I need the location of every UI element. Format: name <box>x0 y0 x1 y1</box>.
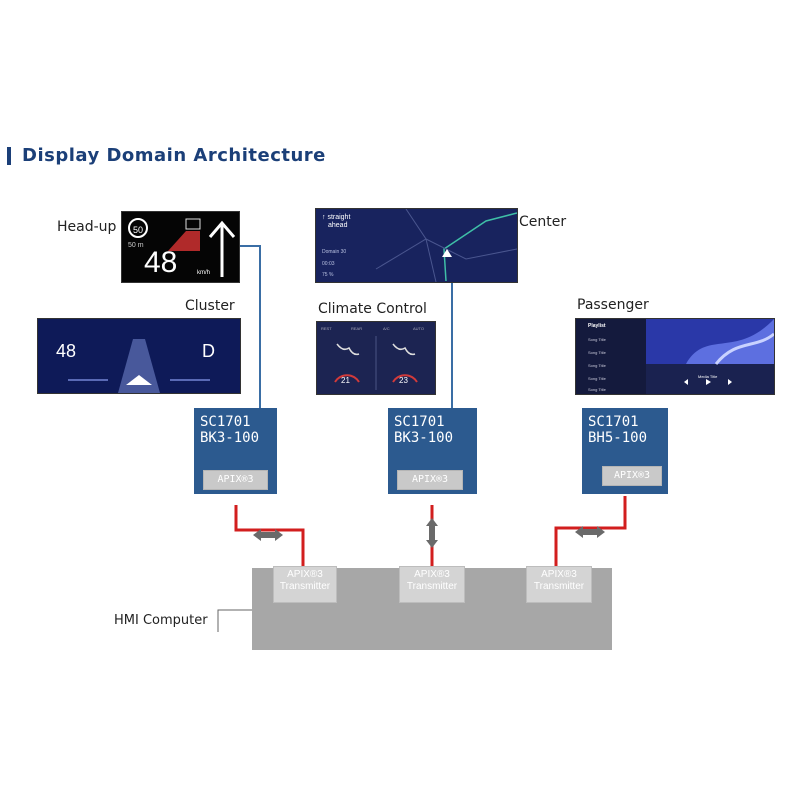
controller-1-apix: APIX®3 <box>203 470 268 490</box>
red-link-3 <box>554 496 627 568</box>
controller-3-variant: BH5-100 <box>588 430 648 446</box>
transmitter-3-type: Transmitter <box>533 581 585 592</box>
transmitter-2-name: APIX®3 <box>414 569 450 580</box>
hmi-pointer <box>217 609 252 632</box>
controller-3-model: SC1701 <box>588 414 639 430</box>
playlist-title: Playlist <box>588 323 606 329</box>
route-line <box>443 212 517 282</box>
red-link-1 <box>234 505 305 568</box>
label-headup: Head-up <box>57 219 117 235</box>
transmitter-3-name: APIX®3 <box>541 569 577 580</box>
controller-3: SC1701 BH5-100 APIX®3 <box>582 408 668 494</box>
transmitter-2: APIX®3 Transmitter <box>399 566 465 603</box>
collision-warning-icon <box>168 231 200 251</box>
now-playing-title: Media Title <box>698 374 718 379</box>
nav-instruction-1: ↑ straight <box>322 214 351 221</box>
passenger-display: Playlist Song Title Song Title Song Titl… <box>575 318 775 395</box>
label-hmi: HMI Computer <box>114 613 208 628</box>
climate-tab-auto: AUTO <box>413 326 425 331</box>
previous-icon <box>684 379 688 385</box>
center-map <box>375 209 517 282</box>
label-center: Center <box>519 214 567 230</box>
controller-3-apix: APIX®3 <box>602 466 662 486</box>
climate-tab-rest: REST <box>321 326 332 331</box>
play-icon <box>706 379 711 385</box>
song-item: Song Title <box>588 363 606 368</box>
transmitter-2-type: Transmitter <box>406 581 458 592</box>
headup-link <box>239 245 261 408</box>
controller-2: SC1701 BK3-100 APIX®3 <box>388 408 477 494</box>
headup-speed: 48 <box>144 246 178 279</box>
transmitter-1: APIX®3 Transmitter <box>273 566 337 603</box>
center-display: ↑ straight ahead Domain 30 00:03 75 % <box>315 208 518 283</box>
album-art <box>646 319 774 385</box>
speed-limit-sign: 50 <box>128 218 148 238</box>
song-item: Song Title <box>588 387 606 392</box>
nav-destination: Domain 30 <box>322 249 347 255</box>
label-cluster: Cluster <box>185 298 235 314</box>
controller-1-variant: BK3-100 <box>200 430 260 446</box>
headup-graphics <box>168 218 236 277</box>
title-accent-bar <box>7 147 11 165</box>
headup-display: 50 50 m 48 km/h <box>121 211 240 283</box>
next-icon <box>728 379 732 385</box>
cluster-speed: 48 <box>56 341 77 361</box>
double-arrow-3 <box>575 526 605 538</box>
cluster-gear: D <box>202 341 215 361</box>
label-climate: Climate Control <box>318 301 427 317</box>
car-icon <box>185 218 201 230</box>
nav-time: 00:03 <box>322 261 335 267</box>
controller-1: SC1701 BK3-100 APIX®3 <box>194 408 277 494</box>
song-item: Song Title <box>588 376 606 381</box>
climate-tab-ac: A/C <box>383 326 390 331</box>
climate-tab-rear: REAR <box>351 326 363 331</box>
song-item: Song Title <box>588 350 606 355</box>
cluster-road-graphic <box>68 339 210 393</box>
nav-percent: 75 % <box>322 272 334 278</box>
nav-instruction-2: ahead <box>328 222 348 229</box>
double-arrow-2 <box>426 518 438 548</box>
climate-display: REST REAR A/C AUTO 21 23 <box>316 321 436 395</box>
nav-position-icon <box>442 249 452 257</box>
seat-icon-right <box>392 343 416 356</box>
playlist-panel <box>576 319 646 394</box>
left-temperature: 21 <box>341 376 350 385</box>
climate-graphics <box>334 336 418 390</box>
label-passenger: Passenger <box>577 297 649 313</box>
right-temperature: 23 <box>399 376 408 385</box>
controller-2-apix: APIX®3 <box>397 470 463 490</box>
seat-icon-left <box>336 343 360 356</box>
cluster-display: 48 D <box>37 318 241 394</box>
page-title: Display Domain Architecture <box>22 145 326 166</box>
controller-1-model: SC1701 <box>200 414 251 430</box>
transmitter-1-type: Transmitter <box>279 581 331 592</box>
transmitter-1-name: APIX®3 <box>287 569 323 580</box>
controller-2-model: SC1701 <box>394 414 445 430</box>
transmitter-3: APIX®3 Transmitter <box>526 566 592 603</box>
headup-unit: km/h <box>197 270 211 276</box>
song-item: Song Title <box>588 337 606 342</box>
controller-2-variant: BK3-100 <box>394 430 454 446</box>
double-arrow-1 <box>253 529 283 541</box>
headup-distance: 50 m <box>128 242 144 249</box>
